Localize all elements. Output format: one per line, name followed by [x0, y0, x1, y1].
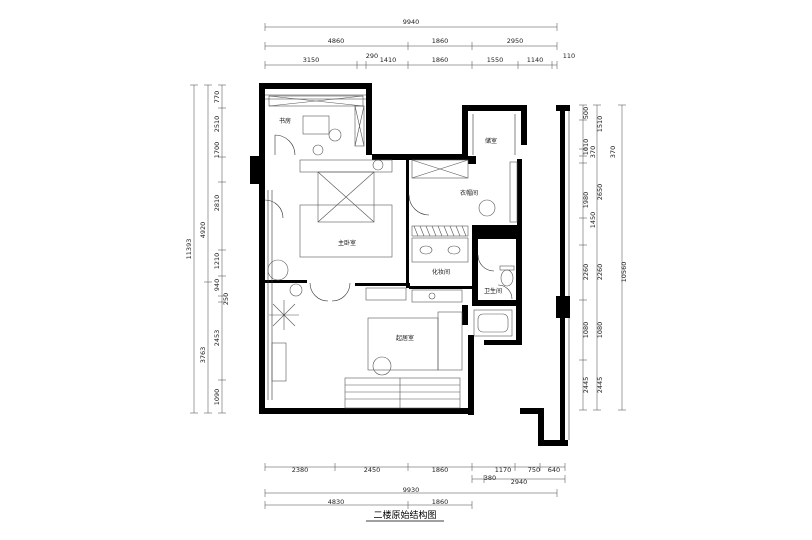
furniture	[267, 95, 518, 409]
dim-right-inner: 2260	[596, 264, 604, 281]
dim-left-inner: 1090	[213, 389, 221, 406]
doors	[264, 134, 513, 302]
dim-left-outer: 3763	[199, 347, 207, 364]
room-labels: 书房 主卧室 衣帽间 储室 化妆间 卫生间 起居室	[279, 117, 502, 342]
drawing-title: 二楼原始结构图	[373, 509, 436, 521]
dim-right-outer: 2445	[582, 377, 590, 394]
dim-right-inner: 1510	[596, 116, 604, 133]
dim-right-inner: 500	[582, 107, 590, 119]
dim-top-row3: 3150	[303, 56, 320, 64]
dim-left-inner: 2453	[213, 330, 221, 347]
dim-top-row2: 2950	[507, 37, 524, 45]
dim-bottom-row2: 2940	[511, 478, 528, 486]
room-label-walkin-closet: 衣帽间	[460, 189, 478, 197]
dim-bottom-row1: 640	[548, 466, 560, 474]
top-dimensions: 9940 4860 1860 2950 3150 290 1410 1860 1…	[264, 18, 575, 69]
dim-left-inner: 770	[213, 91, 221, 103]
room-label-dressing-room: 化妆间	[432, 268, 450, 276]
dim-left-inner: 1700	[213, 142, 221, 159]
dim-left-inner: 1210	[213, 253, 221, 270]
dim-bottom-row1: 2380	[292, 466, 309, 474]
right-dimensions: 500 1510 370 370 2650 1450 2260 1080 244…	[579, 104, 628, 411]
dim-bottom-row1: 1170	[495, 466, 512, 474]
dim-right-inner: 2445	[596, 377, 604, 394]
dim-top-row3: 110	[563, 52, 575, 60]
dim-left-inner: 2510	[213, 116, 221, 133]
walls	[250, 83, 570, 446]
dim-right-inner: 2650	[596, 184, 604, 201]
dim-bottom-row2: 380	[484, 474, 496, 482]
dim-left-inner: 250	[222, 293, 230, 305]
room-label-storage: 储室	[485, 137, 497, 145]
dim-right-inner: 370	[589, 146, 597, 158]
dim-top-row2: 4860	[328, 37, 345, 45]
room-label-master-bedroom: 主卧室	[338, 239, 356, 247]
bottom-dimensions: 2380 2450 1860 1170 750 640 380 2940 993…	[264, 463, 566, 509]
dim-top-row3: 290	[366, 52, 378, 60]
dim-right-outer: 2260	[582, 264, 590, 281]
dim-right-overall: 10560	[620, 262, 628, 283]
dim-top-row3: 1550	[487, 56, 504, 64]
dim-bottom-row1: 1860	[432, 466, 449, 474]
dim-bottom-overall: 9930	[403, 486, 420, 494]
dim-right-outer: 1980	[582, 192, 590, 209]
dim-right-inner: 1450	[589, 212, 597, 229]
dim-right-outer: 1080	[582, 322, 590, 339]
windows	[265, 94, 570, 440]
dim-top-row3: 1140	[527, 56, 544, 64]
dim-top-overall: 9940	[403, 18, 420, 26]
dim-left-inner: 2810	[213, 195, 221, 212]
dim-right-inner: 1080	[596, 322, 604, 339]
dim-bottom-row4: 1860	[432, 498, 449, 506]
dim-bottom-row1: 750	[528, 466, 540, 474]
dim-left-outer: 4920	[199, 222, 207, 239]
dim-bottom-row4: 4830	[328, 498, 345, 506]
dim-left-inner: 940	[213, 279, 221, 291]
dim-right-inner: 370	[609, 146, 617, 158]
dim-top-row3: 1410	[380, 56, 397, 64]
drawing-title-block: 二楼原始结构图	[366, 509, 444, 522]
left-dimensions: 11393 4920 3763 770 2510 1700 2810 1210 …	[185, 84, 230, 414]
dim-top-row3: 1860	[432, 56, 449, 64]
room-label-study: 书房	[279, 117, 291, 125]
dim-left-overall: 11393	[185, 239, 193, 260]
dim-bottom-row1: 2450	[364, 466, 381, 474]
dim-right-outer: 1010	[582, 139, 590, 156]
dim-top-row2: 1860	[432, 37, 449, 45]
room-label-bathroom: 卫生间	[484, 287, 502, 295]
room-label-living-room: 起居室	[396, 334, 414, 342]
